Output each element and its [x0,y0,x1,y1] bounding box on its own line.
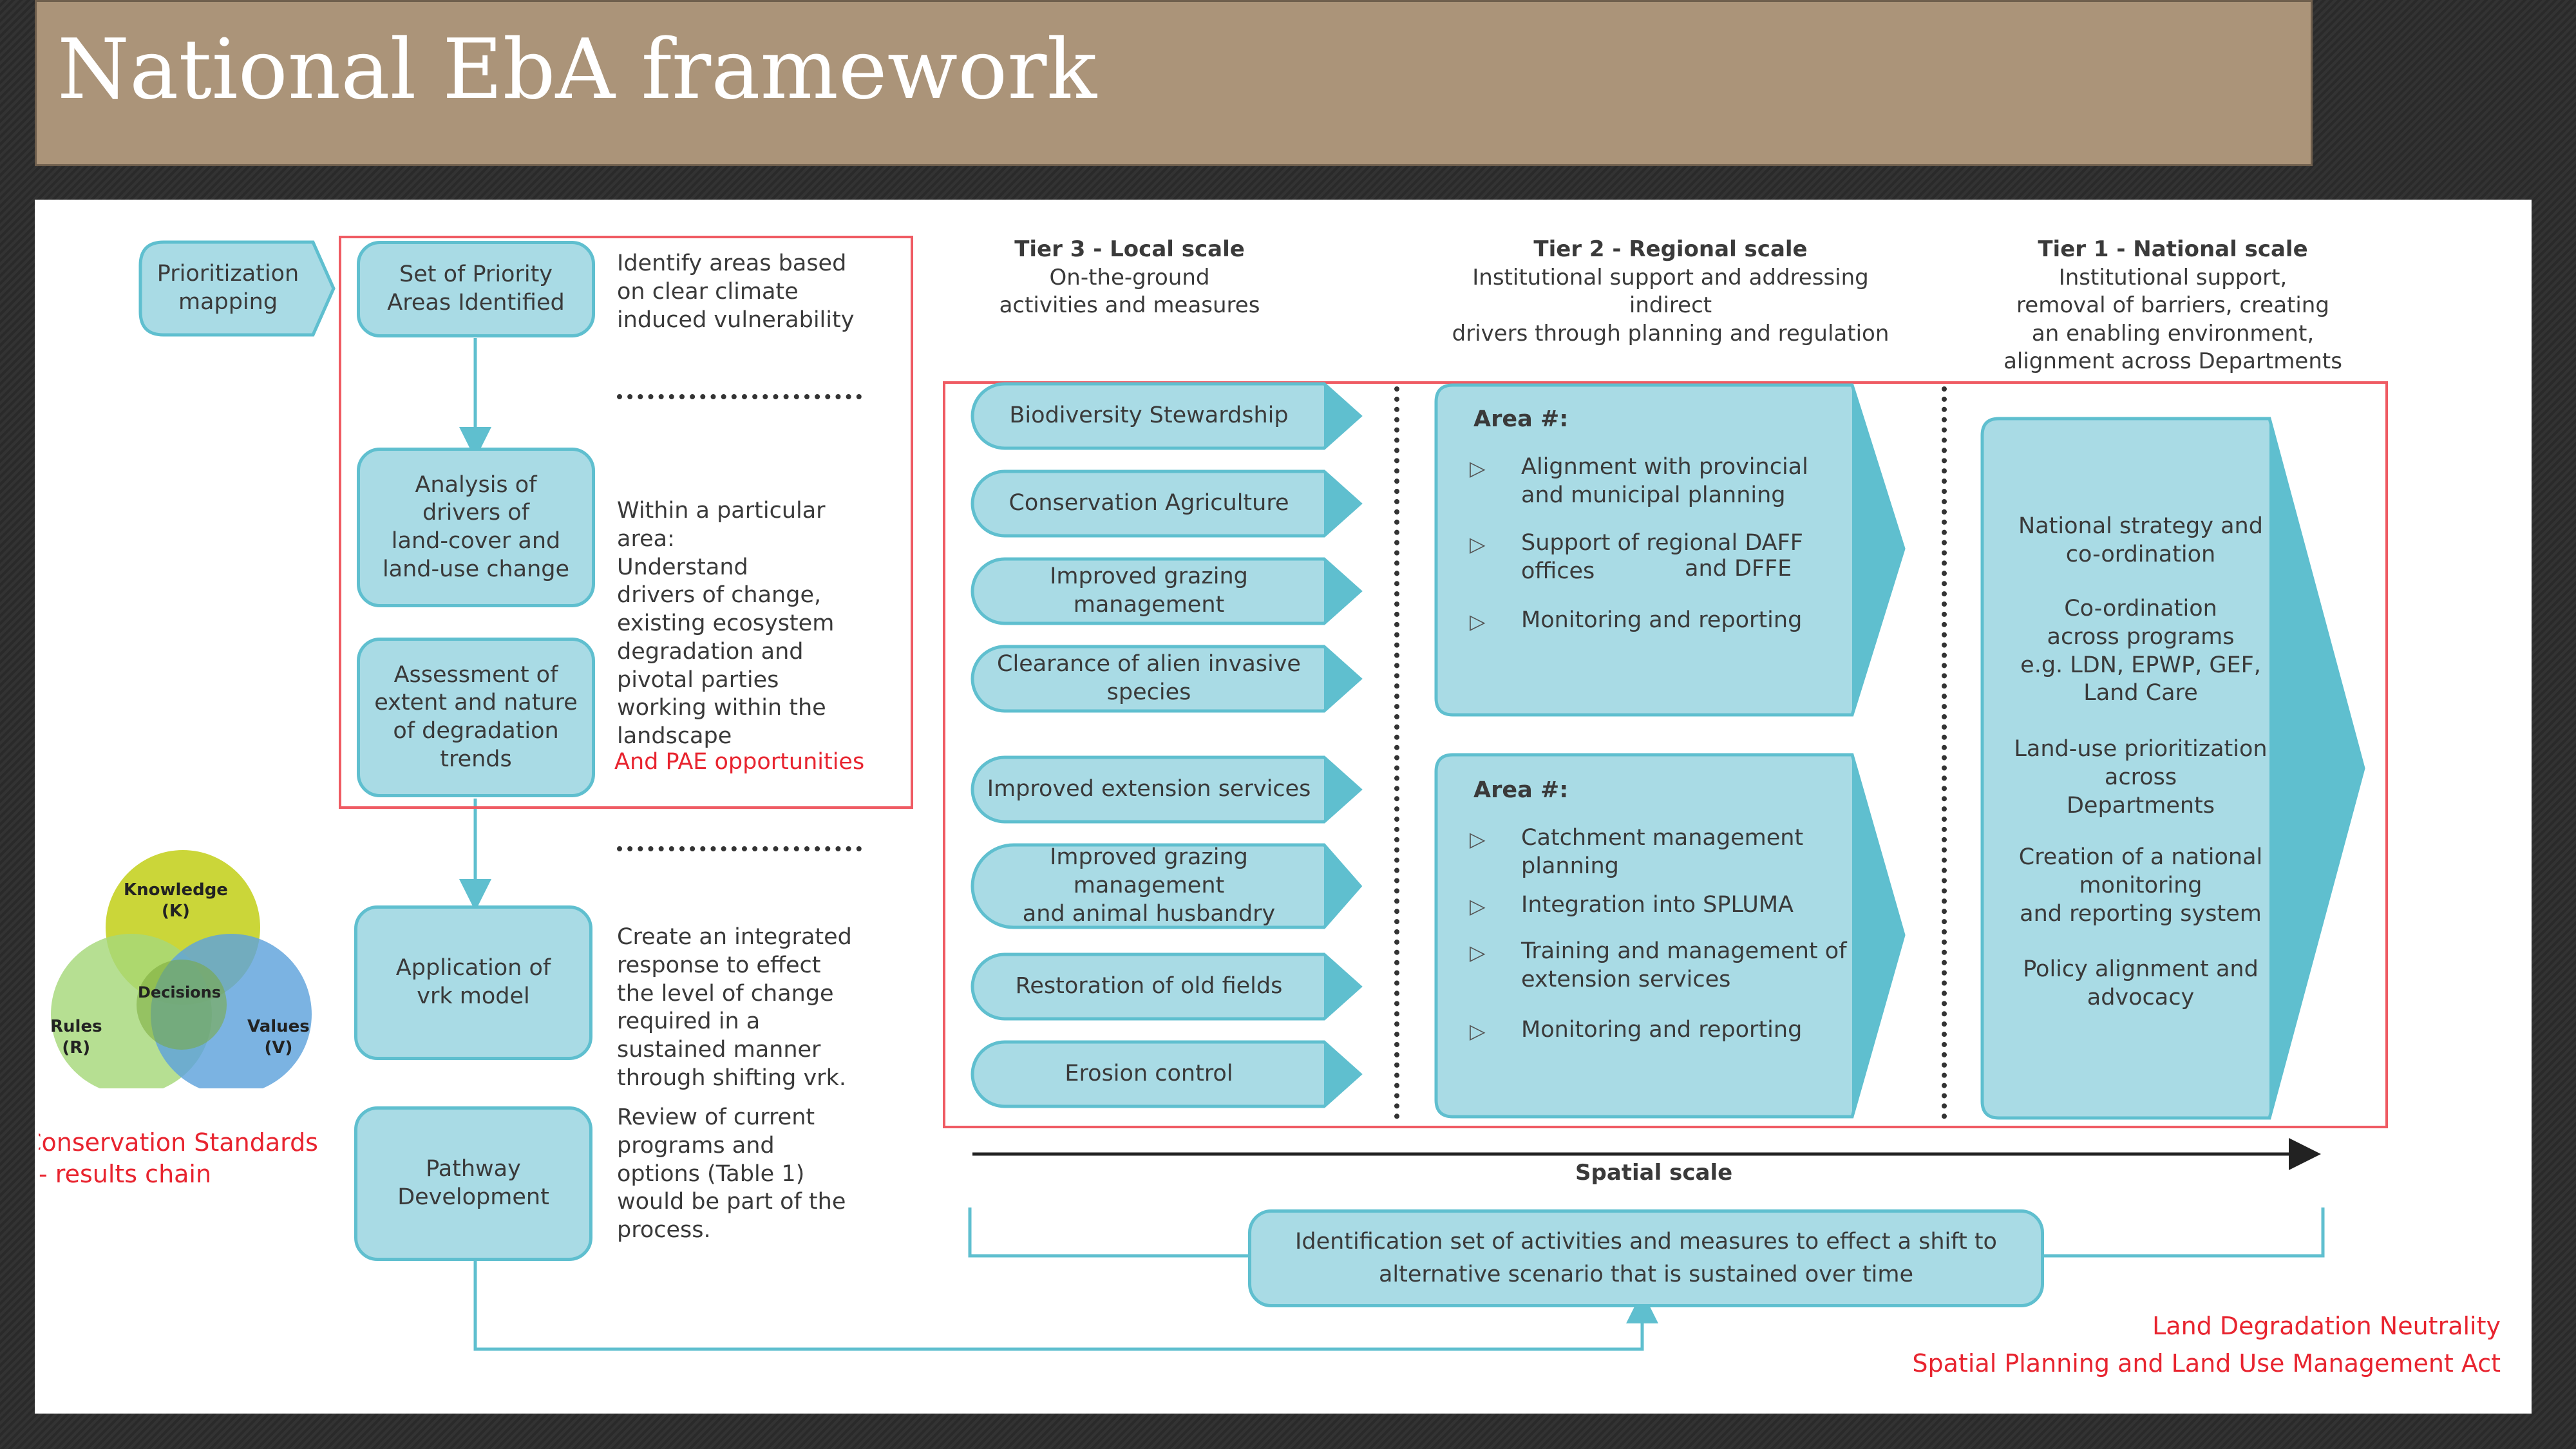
local-activity-label: Erosion control [1065,1061,1233,1087]
tier2-title: Tier 2 - Regional scale [1533,236,1808,262]
local-activity-label: Restoration of old fields [1015,973,1283,999]
local-activity-5: Improved extension services [970,755,1363,824]
step-assessment-degradation: Assessment of extent and nature of degra… [357,638,595,797]
slide-title: National EbA framework [57,22,1097,118]
separator-dots-2 [617,846,862,851]
regional-area-1-title: Area #: [1473,406,1569,432]
bullet-icon: ▷ [1470,609,1486,634]
bullet-icon: ▷ [1470,532,1486,556]
venn-values-label: Values (V) [247,1017,310,1057]
pae-opportunities-note: And PAE opportunities [614,749,865,775]
local-activity-8: Erosion control [970,1039,1363,1109]
bullet-icon: ▷ [1470,894,1486,918]
venn-decisions-label: Decisions [138,983,222,1001]
tier-divider-2 [1942,386,1947,1119]
step-application-desc: Create an integrated response to effect … [617,924,852,1091]
local-activity-6: Improved grazing management and animal h… [970,842,1363,930]
national-item-1: National strategy and co-ordination [2018,513,2263,567]
regional-area-1-item-1: Alignment with provincial and municipal … [1521,454,1808,508]
national-item-3: Land-use prioritization across Departmen… [2014,736,2268,819]
framework-diagram: Prioritization mapping Set of Priority A… [35,200,2532,1414]
step-application-vrk: Application of vrk model [354,905,592,1060]
regional-area-2-item-3: Training and management of extension ser… [1521,938,1847,992]
bullet-icon: ▷ [1470,827,1486,851]
venn-caption: Conservation Standards - results chain [39,1128,318,1189]
step-priority-areas-desc: Identify areas based on clear climate in… [617,251,855,333]
dffe-note: and DFFE [1685,556,1792,582]
local-activity-3: Improved grazing management [970,556,1363,626]
regional-area-2-item-4: Monitoring and reporting [1521,1017,1803,1043]
regional-area-2-title: Area #: [1473,777,1569,803]
local-activity-1: Biodiversity Stewardship [970,381,1363,451]
footnote-spluma: Spatial Planning and Land Use Management… [1912,1349,2501,1378]
venn-rules-label: Rules (R) [50,1017,102,1057]
tier3-desc: On-the-ground activities and measures [999,264,1260,319]
step-priority-areas: Set of Priority Areas Identified [357,241,595,337]
local-activity-label: Improved grazing management [1050,564,1248,618]
local-activity-label: Improved grazing management and animal h… [1022,844,1276,927]
regional-area-1-item-3: Monitoring and reporting [1521,607,1803,633]
step-analysis-drivers: Analysis of drivers of land-cover and la… [357,448,595,607]
regional-area-1-shape [1434,383,1906,717]
regional-area-1-item-2: Support of regional DAFF offices [1521,530,1803,584]
national-item-2: Co-ordination across programs e.g. LDN, … [2020,596,2261,706]
separator-dots-1 [617,394,862,399]
bullet-icon: ▷ [1470,456,1486,480]
local-activity-label: Biodiversity Stewardship [1009,402,1289,429]
tier2-desc: Institutional support and addressing ind… [1452,264,1889,346]
national-item-4: Creation of a national monitoring and re… [2018,844,2263,927]
national-item-5: Policy alignment and advocacy [2023,956,2259,1010]
venn-knowledge-label: Knowledge (K) [124,880,228,921]
title-bar: National EbA framework [35,0,2313,166]
footnote-ldn: Land Degradation Neutrality [2152,1312,2501,1340]
local-activity-label: Conservation Agriculture [1009,490,1289,516]
vrk-venn-diagram [51,850,312,1088]
local-activity-7: Restoration of old fields [970,952,1363,1021]
local-activity-2: Conservation Agriculture [970,469,1363,538]
local-activity-label: Clearance of alien invasive species [997,651,1301,705]
bullet-icon: ▷ [1470,940,1486,965]
prioritization-label: Prioritization mapping [156,261,299,315]
analysis-red-frame [339,236,913,809]
tier-divider-1 [1394,386,1399,1119]
regional-area-2-shape [1434,753,1906,1119]
local-activity-label: Improved extension services [987,776,1311,802]
bullet-icon: ▷ [1470,1019,1486,1043]
local-activity-4: Clearance of alien invasive species [970,644,1363,714]
step-pathway-development: Pathway Development [354,1106,592,1261]
tier3-title: Tier 3 - Local scale [1014,236,1245,262]
outcome-box: Identification set of activities and mea… [1248,1209,2044,1307]
tier1-desc: Institutional support, removal of barrie… [2003,264,2342,375]
spatial-scale-label: Spatial scale [1575,1160,1733,1186]
tier1-title: Tier 1 - National scale [2038,236,2308,262]
prioritization-mapping-arrow: Prioritization mapping [138,240,337,337]
arrow-pathway-to-outcome [473,1261,1658,1351]
national-block-shape [1980,417,2365,1120]
regional-area-2-item-2: Integration into SPLUMA [1521,892,1794,918]
step-analysis-desc: Within a particular area: Understand dri… [617,498,835,749]
regional-area-2-item-1: Catchment management planning [1521,825,1804,879]
step-pathway-desc: Review of current programs and options (… [617,1104,846,1243]
tiers-red-frame [943,381,2388,1128]
connector-lines [459,338,2325,1351]
